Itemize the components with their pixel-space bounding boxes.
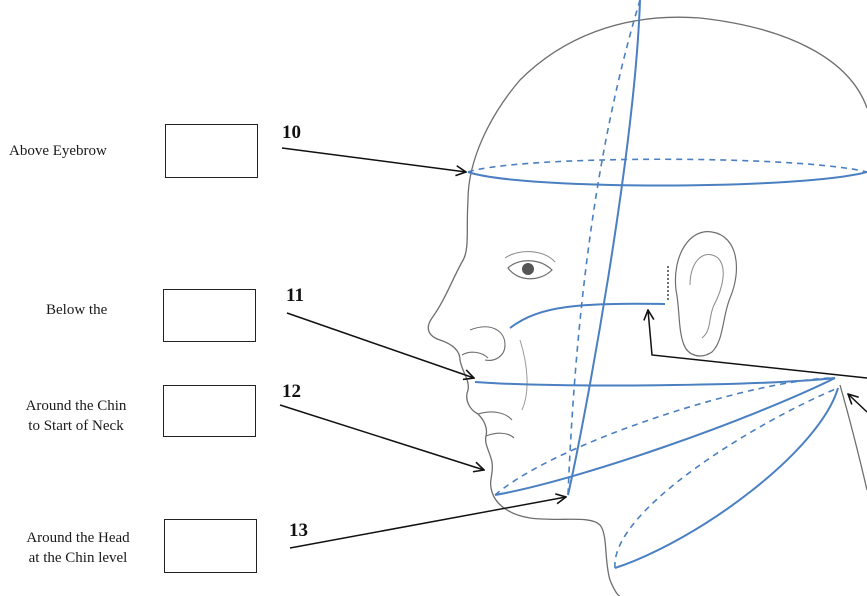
label-around-chin: Around the Chin to Start of Neck bbox=[6, 396, 146, 436]
vertical-ring-back bbox=[567, 0, 641, 496]
label-around-chin-line1: Around the Chin bbox=[25, 398, 127, 414]
number-11: 11 bbox=[286, 285, 304, 306]
measurement-13-box[interactable] bbox=[164, 519, 257, 573]
measurement-11-box[interactable] bbox=[163, 289, 256, 342]
arrow-12 bbox=[279, 404, 484, 470]
nose-wing bbox=[469, 326, 506, 361]
number-13: 13 bbox=[289, 520, 308, 541]
measure-ring-12-front bbox=[494, 377, 836, 496]
label-around-head-line2: at the Chin level bbox=[28, 550, 128, 566]
label-above-eyebrow: Above Eyebrow bbox=[9, 143, 107, 159]
measurement-10-box[interactable] bbox=[165, 124, 258, 178]
measure-ring-13-front bbox=[614, 387, 839, 569]
arrow-11 bbox=[286, 312, 474, 378]
lower-lip bbox=[485, 432, 515, 439]
number-10: 10 bbox=[282, 122, 301, 143]
head-outline bbox=[427, 16, 867, 596]
label-around-head-line1: Around the Head bbox=[26, 530, 130, 546]
arrow-13 bbox=[289, 497, 566, 549]
number-12: 12 bbox=[282, 381, 301, 402]
cheek-fold bbox=[519, 339, 528, 411]
measure-ring-11 bbox=[474, 377, 836, 387]
measure-ring-12-back bbox=[494, 377, 836, 496]
lip-line bbox=[477, 411, 513, 421]
cheek-to-ear-line bbox=[509, 302, 666, 329]
measure-ring-13-back bbox=[614, 387, 839, 569]
label-around-chin-line2: to Start of Neck bbox=[28, 418, 124, 434]
measure-ring-10-back bbox=[467, 158, 867, 173]
label-around-head: Around the Head at the Chin level bbox=[4, 528, 152, 568]
label-below-the: Below the bbox=[46, 302, 108, 318]
neck-outline bbox=[839, 384, 867, 491]
measurement-12-box[interactable] bbox=[163, 385, 256, 437]
measure-ring-10-front bbox=[467, 171, 867, 187]
eye-icon bbox=[504, 251, 556, 280]
ear-icon bbox=[674, 231, 737, 357]
arrow-ear-reference bbox=[648, 310, 867, 379]
arrow-10 bbox=[281, 147, 466, 172]
arrow-neck-edge bbox=[848, 394, 867, 413]
vertical-ring-front bbox=[567, 0, 641, 496]
nostril bbox=[461, 351, 489, 359]
